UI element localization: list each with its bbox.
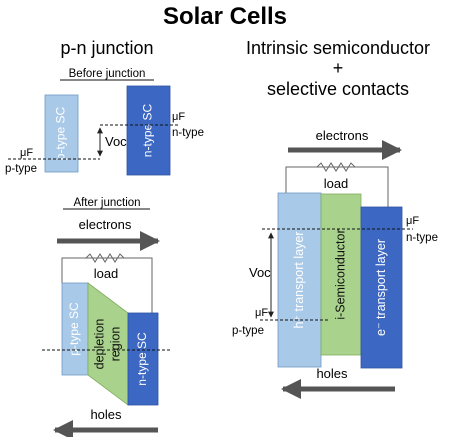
intrinsic-heading-line-1: Intrinsic semiconductor [246,38,430,58]
after-junction-heading: After junction [73,197,140,209]
after-holes-label: holes [90,407,122,422]
h-transport-layer [277,192,322,368]
right-p-mu-label: μF [255,307,268,319]
e-transport-layer-label: e⁻ transport layer [374,239,388,336]
after-electrons-label: electrons [79,217,132,232]
right-holes-label: holes [316,366,348,381]
right-circuit-wire [285,166,389,207]
right-voc-label: Voc [249,265,271,280]
i-semiconductor-label: i-Semiconductor [333,229,347,319]
intrinsic-heading-plus: + [333,58,344,78]
right-p-type-fermi-label: p-type [232,325,264,337]
page-title: Solar Cells [163,3,287,30]
after-n-type-label: n-type SC [135,332,149,386]
pn-junction-heading: p-n junction [60,38,153,58]
before-voc-label: Voc [105,134,127,149]
after-depletion-label-1: depletion [92,319,106,370]
before-n-type-label: n-type SC [141,103,155,157]
before-n-type-block [126,85,171,176]
h-transport-layer-label: h⁺ transport layer [292,232,306,329]
before-p-type-label: p-type SC [54,106,68,160]
right-n-type-fermi-label: n-type [406,232,438,244]
intrinsic-heading-line-3: selective contacts [267,79,409,99]
right-resistor-icon [316,162,356,172]
after-p-type-label: p-type SC [67,302,81,356]
before-n-mu-label: μF [172,111,185,123]
right-load-label: load [324,176,349,191]
before-p-mu-label: μF [20,147,33,159]
after-depletion-label-2: region [108,327,122,362]
right-n-mu-label: μF [406,215,419,227]
before-p-type-fermi-label: p-type [5,163,37,175]
after-p-type-block [61,282,89,376]
e-transport-layer [360,206,403,369]
after-load-label: load [94,266,119,281]
i-semiconductor-layer [320,193,362,356]
right-electrons-label: electrons [316,128,369,143]
before-n-type-fermi-label: n-type [172,127,204,139]
before-junction-heading: Before junction [69,68,146,80]
after-resistor-icon [85,253,125,263]
after-n-type-block [127,312,159,406]
